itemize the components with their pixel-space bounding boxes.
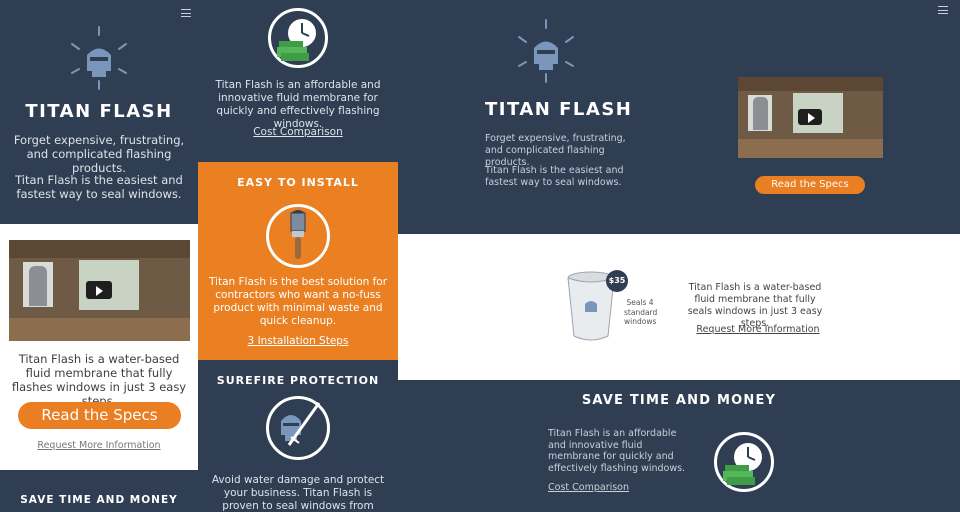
desktop-hero-text-1: Forget expensive, frustrating, and compl… [485, 133, 626, 168]
tablet-cost-comparison-link[interactable]: Cost Comparison [253, 126, 343, 138]
desktop-product-section: $35 Seals 4 standard windows Titan Flash… [398, 234, 960, 380]
tablet-protection-section: SUREFIRE PROTECTION Avoid water damage a… [198, 360, 398, 512]
tablet-install-description: Titan Flash is the best solution for con… [208, 276, 388, 327]
mobile-hero: TITAN FLASH Forget expensive, frustratin… [0, 0, 198, 224]
desktop-save-section: SAVE TIME AND MONEY Titan Flash is an af… [398, 380, 960, 512]
tablet-helmet-sword-icon [266, 396, 330, 460]
mobile-video-description: Titan Flash is a water-based fluid membr… [11, 352, 187, 408]
desktop-save-title: SAVE TIME AND MONEY [581, 393, 777, 408]
tablet-protection-description: Avoid water damage and protect your busi… [211, 474, 385, 512]
mobile-hero-text-1: Forget expensive, frustrating, and compl… [13, 133, 185, 175]
desktop-hero: TITAN FLASH Forget expensive, frustratin… [398, 0, 960, 234]
mobile-brand-title: TITAN FLASH [25, 101, 173, 122]
mobile-request-info-link[interactable]: Request More Information [37, 440, 161, 451]
tablet-save-section: Titan Flash is an affordable and innovat… [198, 0, 398, 162]
mobile-video-thumbnail[interactable] [9, 240, 190, 341]
mobile-hero-text-2: Titan Flash is the easiest and fastest w… [15, 173, 183, 201]
desktop-menu-icon[interactable] [938, 6, 948, 14]
tablet-column: Titan Flash is an affordable and innovat… [198, 0, 398, 512]
mobile-menu-icon[interactable] [181, 9, 191, 17]
mobile-save-section: SAVE TIME AND MONEY [0, 470, 198, 512]
mobile-read-specs-button[interactable]: Read the Specs [18, 402, 181, 429]
mobile-save-title: SAVE TIME AND MONEY [20, 494, 178, 506]
tablet-install-section: EASY TO INSTALL Titan Flash is the best … [198, 162, 398, 360]
desktop-read-specs-button[interactable]: Read the Specs [755, 176, 865, 194]
desktop-price-badge: $35 [606, 270, 628, 292]
desktop-product-description: Titan Flash is a water-based fluid membr… [687, 282, 823, 329]
desktop-money-clock-icon [714, 432, 774, 492]
desktop-request-info-link[interactable]: Request More Information [696, 324, 820, 335]
desktop-video-play-icon[interactable] [798, 109, 822, 125]
desktop-video-thumbnail[interactable] [738, 77, 883, 158]
desktop-hero-text-2: Titan Flash is the easiest and fastest w… [485, 165, 624, 188]
mobile-logo-icon [71, 26, 127, 90]
desktop-cost-comparison-link[interactable]: Cost Comparison [548, 482, 630, 493]
desktop-column: TITAN FLASH Forget expensive, frustratin… [398, 0, 960, 512]
desktop-save-description: Titan Flash is an affordable and innovat… [548, 428, 686, 474]
tablet-paintbrush-icon [266, 204, 330, 268]
desktop-bucket-note: Seals 4 standard windows [624, 298, 658, 326]
tablet-protection-title: SUREFIRE PROTECTION [216, 374, 380, 387]
desktop-logo-icon [518, 19, 574, 83]
desktop-brand-title: TITAN FLASH [485, 99, 633, 120]
mobile-video-play-icon[interactable] [86, 281, 112, 299]
tablet-install-title: EASY TO INSTALL [237, 176, 359, 189]
mobile-column: TITAN FLASH Forget expensive, frustratin… [0, 0, 198, 512]
tablet-installation-steps-link[interactable]: 3 Installation Steps [247, 335, 349, 347]
tablet-save-description: Titan Flash is an affordable and innovat… [215, 79, 381, 130]
mobile-video-section: Titan Flash is a water-based fluid membr… [0, 224, 198, 470]
tablet-money-clock-icon [268, 8, 328, 68]
